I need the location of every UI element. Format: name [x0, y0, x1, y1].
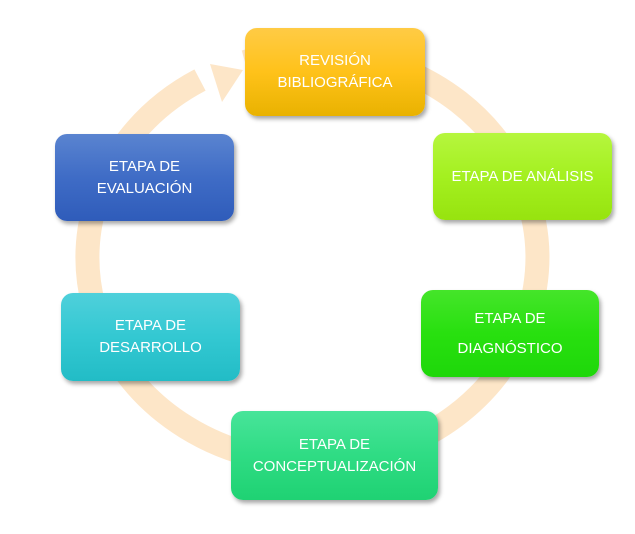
step-label: DIAGNÓSTICO [457, 339, 563, 357]
cycle-arrow-head [210, 64, 243, 102]
step-label: CONCEPTUALIZACIÓN [252, 457, 417, 475]
step-analisis: ETAPA DE ANÁLISIS [433, 133, 612, 220]
step-label: REVISIÓN [299, 52, 371, 69]
step-label: ETAPA DE [114, 317, 187, 334]
step-label: ETAPA DE [474, 309, 546, 327]
step-conceptualizacion: ETAPA DE CONCEPTUALIZACIÓN [231, 411, 438, 500]
step-diagnostico: ETAPA DE DIAGNÓSTICO [421, 290, 599, 377]
step-desarrollo: ETAPA DE DESARROLLO [61, 293, 240, 381]
step-revision-bibliografica: REVISIÓN BIBLIOGRÁFICA [245, 28, 425, 116]
step-evaluacion: ETAPA DE EVALUACIÓN [55, 134, 234, 221]
step-label: ETAPA DE [298, 435, 371, 453]
step-label: ETAPA DE [108, 157, 181, 175]
step-label: DESARROLLO [99, 339, 202, 356]
step-label: ETAPA DE ANÁLISIS [451, 167, 594, 185]
step-label: EVALUACIÓN [96, 179, 193, 197]
step-label: BIBLIOGRÁFICA [277, 74, 393, 91]
